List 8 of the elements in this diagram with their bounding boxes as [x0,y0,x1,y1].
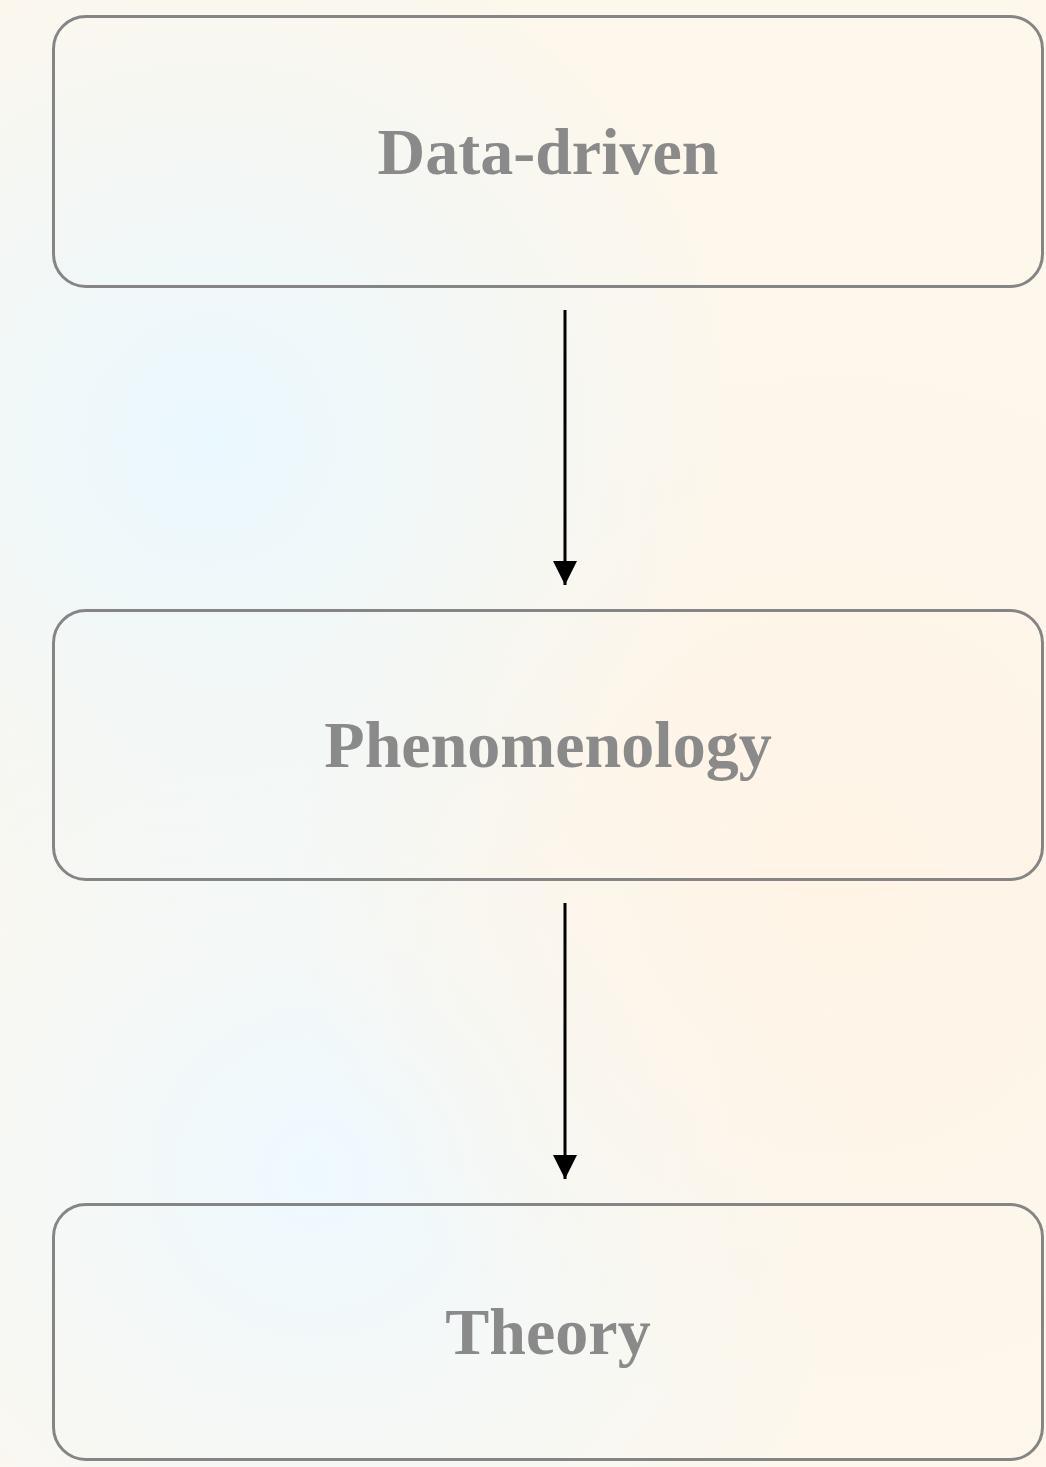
process-box [52,609,1044,881]
box-label: Data-driven [377,113,719,190]
arrow [553,310,577,585]
box-label: Phenomenology [324,707,772,783]
arrow [553,903,577,1179]
process-box [52,1203,1044,1461]
process-box [52,15,1044,288]
box-label: Theory [445,1294,651,1370]
